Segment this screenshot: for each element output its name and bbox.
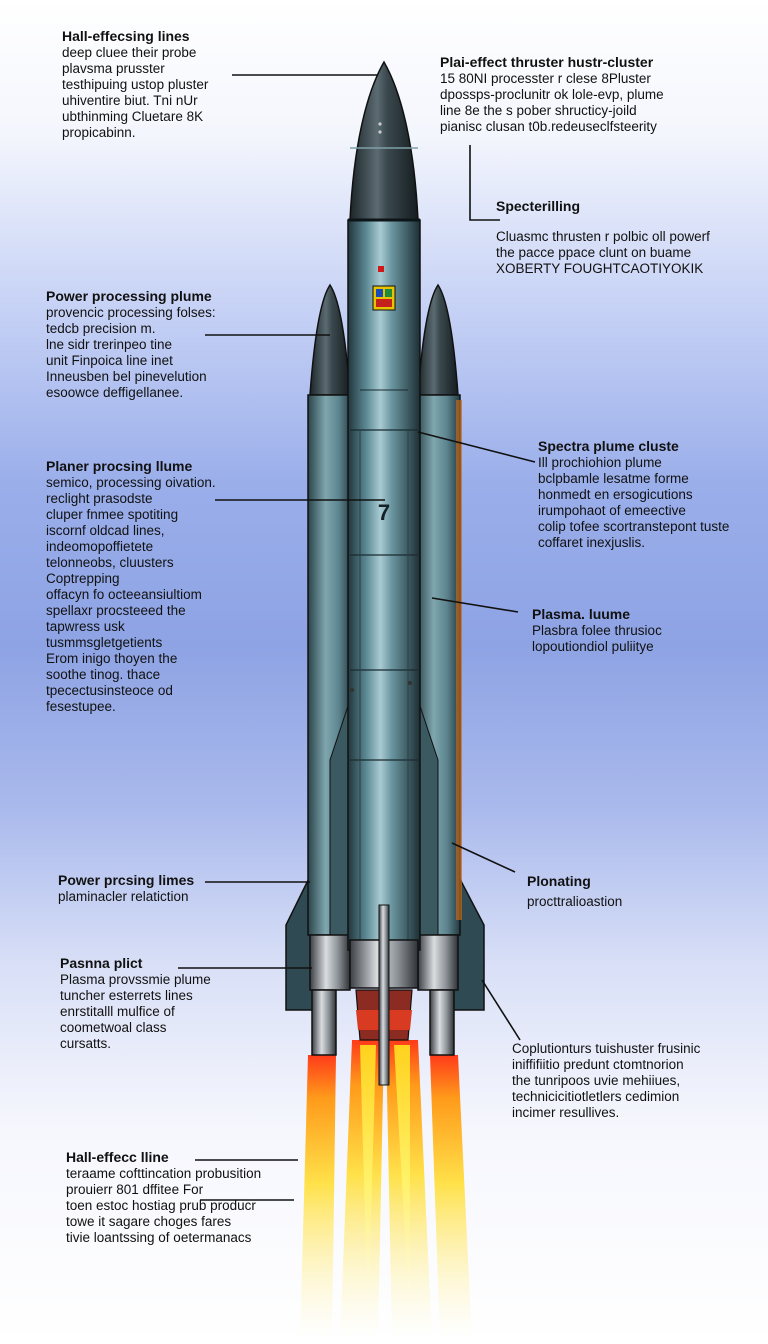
callout-hall-effect-thruster-cluster: Plai-effect thruster hustr-cluster 15 80…	[440, 54, 664, 135]
callout-title: Power prcsing limes	[58, 872, 195, 888]
callout-line: offacyn fo octeeansiultiom	[46, 587, 202, 602]
callout-line: Plasma provssmie plume	[60, 972, 211, 987]
callout-line: the pacce ppace clunt on buame	[496, 245, 692, 260]
stage-number-badge: 7	[378, 500, 390, 525]
callout-line: lne sidr trerinpeo tine	[46, 337, 173, 352]
flame-left	[300, 1055, 336, 1340]
callout-line: colip tofee scortranstepont tuste	[538, 519, 730, 534]
callout-line: technicicitiotletlers cedimion	[512, 1089, 680, 1104]
callout-line: bclpbamle lesatme forme	[538, 471, 689, 486]
callout-line: towe it sagare choges fares	[66, 1214, 232, 1229]
callout-title: Plasma. luume	[532, 606, 631, 622]
callout-line: pianisc clusan t0b.redeuseclfsteerity	[440, 119, 657, 134]
callout-line: Plasbra folee thrusioc	[532, 623, 662, 638]
callout-line: reclight prasodste	[46, 491, 153, 506]
callout-line: ubthinming Cluetare 8K	[62, 109, 204, 124]
callout-line: Inneusben bel pinevelution	[46, 369, 207, 384]
callout-title: Hall-effecc lline	[66, 1149, 169, 1165]
callout-line: honmedt en ersogicutions	[538, 487, 693, 502]
callout-line: tuncher esterrets lines	[60, 988, 193, 1003]
callout-line: soothe tinog. thace	[46, 667, 161, 682]
callout-line: Erom inigo thoyen the	[46, 651, 178, 666]
callout-line: 15 80NI processter r clese 8Pluster	[440, 71, 651, 86]
flame-right	[430, 1055, 472, 1340]
callout-line: testhipuing ustop pluster	[62, 77, 209, 92]
callout-plonating-text: procttralioastion	[527, 894, 622, 910]
callout-line: deep cluee their probe	[62, 45, 197, 60]
callout-line: line 8e the s pober shructicy-joild	[440, 103, 637, 118]
exhaust-flames	[300, 1040, 472, 1340]
callout-line: the tunripoos uvie mehiiues,	[512, 1073, 681, 1088]
callout-line: indeomopoffietete	[46, 539, 154, 554]
callout-line: provencic processing folses:	[46, 305, 216, 320]
callout-line: Coptrepping	[46, 571, 120, 586]
callout-line: cluper fnmee spotiting	[46, 507, 179, 522]
callout-plasma-luume: Plasma. luume Plasbra folee thrusioc lop…	[532, 606, 662, 655]
callout-title: Power processing plume	[46, 288, 212, 304]
callout-line: enrstitalll mulfice of	[60, 1004, 175, 1019]
callout-title: Planer procsing llume	[46, 458, 193, 474]
leader-lines	[178, 74, 536, 1201]
callout-line: Cluasmc thrusten r polbic oll powerf	[496, 229, 710, 244]
callout-pasnna-plict: Pasnna plict Plasma provssmie plume tunc…	[60, 955, 211, 1052]
callout-line: procttralioastion	[527, 894, 623, 909]
callout-line: unit Finpoica line inet	[46, 353, 173, 368]
core-stage: 7	[347, 60, 421, 1086]
callout-line: dpossps-proclunitr ok lole-evp, plume	[440, 87, 664, 102]
callout-line: iscornf oldcad lines,	[46, 523, 165, 538]
callout-line: coffaret inexjuslis.	[538, 535, 646, 550]
callout-line: tpecectusinsteoce od	[46, 683, 173, 698]
callout-planer-procsing-llume: Planer procsing llume semico, processing…	[46, 458, 216, 715]
callout-line: uhiventire biut. Tni nUr	[62, 93, 198, 108]
callout-title: Plonating	[527, 873, 591, 889]
callout-title: Specterilling	[496, 198, 581, 214]
callout-line: XOBERTY FOUGHTCAOTIYOKIK	[496, 261, 704, 276]
callout-line: irumpohaot of emeective	[538, 503, 686, 518]
callout-specterilling: Specterilling	[496, 198, 580, 215]
callout-line: coometwoal class	[60, 1020, 167, 1035]
callout-line: Ill prochiohion plume	[538, 455, 662, 470]
callout-title: Spectra plume cluste	[538, 438, 679, 454]
callout-line: tedcb precision m.	[46, 321, 156, 336]
callout-line: tivie loantssing of oetermanacs	[66, 1230, 252, 1245]
callout-line: Coplutionturs tuishuster frusinic	[512, 1041, 701, 1056]
callout-line: telonneobs, cluusters	[46, 555, 174, 570]
callout-coplutionturs: Coplutionturs tuishuster frusinic iniffi…	[512, 1041, 700, 1121]
callout-line: tusmmsgletgetients	[46, 635, 163, 650]
callout-line: toen estoc hostiag prub producr	[66, 1198, 256, 1213]
booster-left	[307, 283, 353, 1056]
callout-line: cursatts.	[60, 1036, 112, 1051]
callout-line: teraame cofttincation probusition	[66, 1166, 262, 1181]
callout-line: iniffifiitio predunt ctomtnorion	[512, 1057, 684, 1072]
callout-line: semico, processing oivation.	[46, 475, 216, 490]
booster-right	[415, 283, 462, 1056]
callout-line: esoowce deffigellanee.	[46, 385, 184, 400]
callout-line: propicabinn.	[62, 125, 136, 140]
callout-power-prcsing-limes: Power prcsing limes plaminacler relatict…	[58, 872, 194, 905]
callout-plonating: Plonating	[527, 873, 591, 890]
callout-hall-effect-lines: Hall-effecsing lines deep cluee their pr…	[62, 28, 208, 141]
callout-power-processing-plume: Power processing plume provencic process…	[46, 288, 216, 401]
callout-line: fesestupee.	[46, 699, 116, 714]
callout-title: Hall-effecsing lines	[62, 28, 190, 44]
callout-hall-effecc-lline: Hall-effecc lline teraame cofttincation …	[66, 1149, 261, 1246]
callout-title: Pasnna plict	[60, 955, 143, 971]
callout-line: incimer resullives.	[512, 1105, 620, 1120]
callout-line: tapwress usk	[46, 619, 125, 634]
callout-line: prouierr 801 dffitee For	[66, 1182, 204, 1197]
callout-line: spellaxr procsteeed the	[46, 603, 186, 618]
callout-line: plaminacler relatiction	[58, 889, 189, 904]
callout-line: plavsma prusster	[62, 61, 165, 76]
callout-specterilling-text: Cluasmc thrusten r polbic oll powerf the…	[496, 229, 710, 277]
callout-spectra-plume-cluste: Spectra plume cluste Ill prochiohion plu…	[538, 438, 729, 551]
nose-cone	[349, 60, 419, 221]
callout-title: Plai-effect thruster hustr-cluster	[440, 54, 654, 70]
callout-line: lopoutiondiol puliitye	[532, 639, 654, 654]
